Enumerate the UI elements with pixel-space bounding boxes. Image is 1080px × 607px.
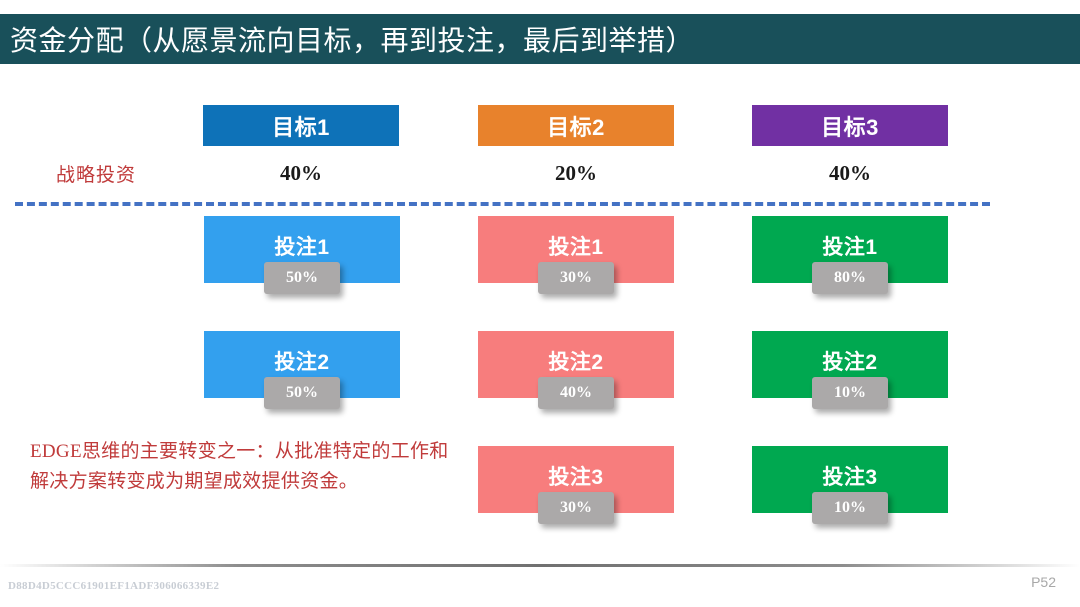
slide-body: 目标1 40% 目标2 20% 目标3 40% 战略投资 投注1 50% 投注2… [0,64,1080,607]
bet-card[interactable]: 投注1 50% [204,216,400,294]
bet-percentage-badge: 30% [538,492,614,524]
goal-column-3: 目标3 40% [752,105,948,186]
goal-header-2[interactable]: 目标2 [478,105,674,146]
slide-title-bar: 资金分配（从愿景流向目标，再到投注，最后到举措） [0,14,1080,64]
goal-allocation-2: 20% [555,161,597,185]
page-title: 资金分配（从愿景流向目标，再到投注，最后到举措） [10,25,695,56]
bet-list-column-2: 投注1 30% 投注2 40% 投注3 30% [478,216,674,561]
goal-column-2: 目标2 20% [478,105,674,186]
goal-header-3[interactable]: 目标3 [752,105,948,146]
bet-card[interactable]: 投注2 40% [478,331,674,409]
bet-label: 投注3 [548,466,604,489]
strategy-investment-label: 战略投资 [56,165,137,186]
bet-label: 投注2 [274,351,330,374]
note-text: EDGE思维的主要转变之一：从批准特定的工作和解决方案转变成为期望成效提供资金。 [30,441,449,492]
bet-percentage-badge: 40% [538,377,614,409]
goal-allocation-3: 40% [829,161,871,185]
goal-header-1[interactable]: 目标1 [203,105,399,146]
goal-column-1: 目标1 40% [203,105,399,186]
bet-list-column-1: 投注1 50% 投注2 50% [204,216,400,446]
bet-percentage-badge: 30% [538,262,614,294]
bet-card[interactable]: 投注1 30% [478,216,674,294]
dashed-divider [15,202,990,206]
bet-percentage-badge: 50% [264,377,340,409]
watermark-code: D88D4D5CCC61901EF1ADF306066339E2 [8,580,220,592]
bet-list-column-3: 投注1 80% 投注2 10% 投注3 10% [752,216,948,561]
page-number: P52 [1031,574,1056,590]
bet-percentage-badge: 10% [812,377,888,409]
bet-percentage-badge: 10% [812,492,888,524]
goal-allocation-1: 40% [280,161,322,185]
bet-card[interactable]: 投注2 50% [204,331,400,409]
bet-card[interactable]: 投注3 30% [478,446,674,524]
bet-card[interactable]: 投注3 10% [752,446,948,524]
bet-label: 投注1 [274,236,330,259]
goal-label-2: 目标2 [547,114,605,140]
bet-label: 投注1 [548,236,604,259]
bet-card[interactable]: 投注1 80% [752,216,948,294]
bet-label: 投注3 [822,466,878,489]
bet-percentage-badge: 50% [264,262,340,294]
bet-card[interactable]: 投注2 10% [752,331,948,409]
goal-label-1: 目标1 [272,114,330,140]
bet-percentage-badge: 80% [812,262,888,294]
goal-label-3: 目标3 [821,114,879,140]
bet-label: 投注2 [822,351,878,374]
bet-label: 投注2 [548,351,604,374]
bet-label: 投注1 [822,236,878,259]
footer-divider [0,564,1080,567]
